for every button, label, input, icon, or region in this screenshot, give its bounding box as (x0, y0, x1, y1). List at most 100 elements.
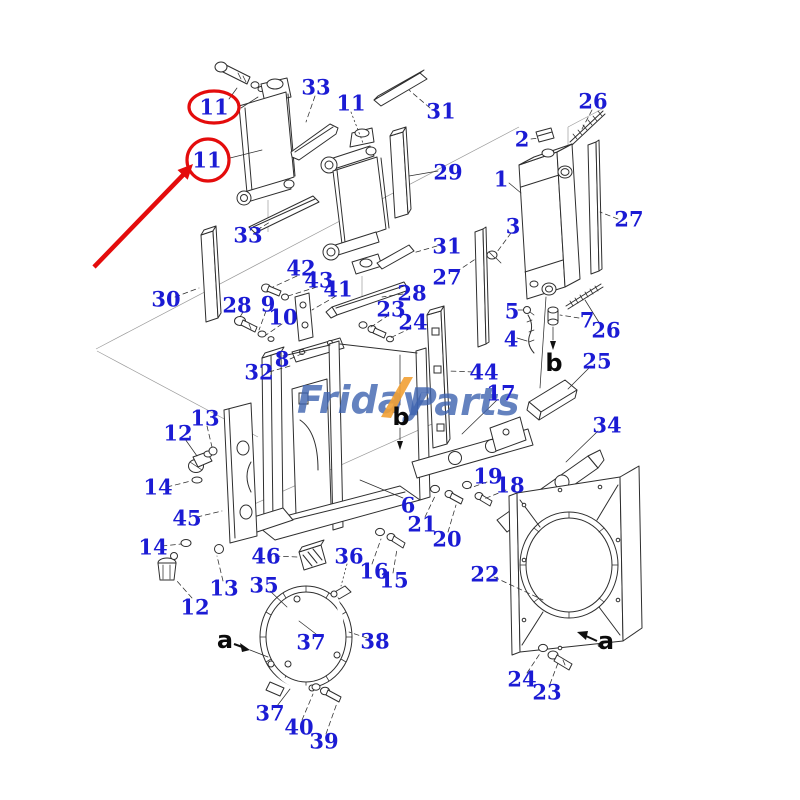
part-label-7: 7 (579, 307, 595, 333)
fasteners-23-24-middle (358, 321, 394, 343)
view-ref-label-b: b (545, 349, 563, 377)
part-label-27: 27 (614, 206, 644, 232)
part-label-17: 17 (486, 380, 516, 406)
part-label-11: 11 (192, 147, 222, 173)
part-label-6: 6 (400, 492, 416, 518)
part-label-28: 28 (397, 280, 427, 306)
part-label-9: 9 (260, 291, 276, 317)
view-ref-label-a: a (597, 627, 615, 655)
pad-25 (526, 379, 578, 421)
shroud-hatch (519, 511, 619, 619)
part-label-43: 43 (304, 267, 334, 293)
radiator-cap-2 (535, 127, 555, 143)
watermark: Friday Parts (297, 377, 520, 424)
bar-30 (200, 225, 222, 323)
fasteners-39-40 (311, 683, 342, 703)
radiator-core-upper (229, 77, 296, 206)
part-label-14: 14 (138, 534, 168, 560)
fitting-7 (547, 306, 559, 326)
part-label-30: 30 (151, 286, 181, 312)
part-label-3: 3 (505, 213, 521, 239)
part-label-39: 39 (309, 728, 339, 754)
watermark-text-right: Parts (409, 380, 520, 424)
part-label-38: 38 (360, 628, 390, 654)
fasteners-23-24-bottom (538, 643, 573, 671)
part-label-44: 44 (469, 359, 499, 385)
part-label-31: 31 (432, 233, 462, 259)
part-label-23: 23 (532, 679, 562, 705)
part-label-18: 18 (495, 472, 525, 498)
bar-31-middle (376, 244, 415, 270)
part-label-41: 41 (323, 276, 353, 302)
view-ref-label-a: a (216, 626, 234, 654)
part-label-23: 23 (376, 296, 406, 322)
part-label-15: 15 (379, 567, 409, 593)
part-label-24: 24 (507, 666, 537, 692)
fitting-5 (523, 306, 535, 316)
part-label-37: 37 (296, 629, 326, 655)
flow-arrow-b-right (539, 296, 556, 389)
channel-bracket-28 (325, 281, 410, 319)
red-circle-annotation (185, 137, 231, 183)
fan-shroud-22 (508, 465, 643, 656)
fasteners-18-19-20-21 (430, 480, 493, 507)
rod-26-top (569, 110, 606, 146)
part-label-12: 12 (180, 594, 210, 620)
bar-31-top (373, 69, 428, 107)
part-label-14: 14 (143, 474, 173, 500)
part-label-21: 21 (407, 511, 437, 537)
part-label-34: 34 (592, 412, 622, 438)
part-label-37: 37 (255, 700, 285, 726)
radiator-1 (518, 143, 581, 300)
part-label-31: 31 (426, 98, 456, 124)
fitting-12-upper (188, 446, 218, 484)
part-label-26: 26 (591, 317, 621, 343)
part-label-27: 27 (432, 264, 462, 290)
part-label-33: 33 (301, 74, 331, 100)
part-label-4: 4 (503, 326, 519, 352)
view-arrow-a-left (233, 643, 269, 658)
part-label-46: 46 (251, 543, 281, 569)
red-circle-annotation (187, 89, 241, 125)
part-label-32: 32 (244, 359, 274, 385)
part-label-33: 33 (233, 222, 263, 248)
part-label-36: 36 (334, 543, 364, 569)
bar-27-left (474, 226, 490, 348)
radiator-core-middle (320, 127, 390, 275)
red-annotations (92, 89, 241, 269)
part-label-26: 26 (578, 88, 608, 114)
drain-hose-4 (526, 314, 535, 354)
part-label-13: 13 (190, 405, 220, 431)
part-label-10: 10 (268, 304, 298, 330)
part-label-16: 16 (359, 558, 389, 584)
part-label-13: 13 (209, 575, 239, 601)
part-label-40: 40 (284, 714, 314, 740)
watermark-slash-icon (381, 377, 413, 418)
bracket-strap-33-top (290, 123, 339, 161)
part-label-1: 1 (493, 166, 509, 192)
fasteners-42-43-41 (261, 283, 314, 342)
shroud-bolt-holes (521, 484, 621, 651)
fasteners-28-9-10 (234, 316, 275, 342)
part-label-45: 45 (172, 505, 202, 531)
strap-38 (330, 590, 344, 659)
bar-27-right (587, 139, 603, 275)
part-label-11: 11 (199, 94, 229, 120)
part-label-24: 24 (398, 309, 428, 335)
part-label-12: 12 (163, 420, 193, 446)
side-plate-45 (223, 402, 258, 544)
part-label-22: 22 (470, 561, 500, 587)
leader-lines (161, 89, 619, 735)
part-label-8: 8 (274, 346, 290, 372)
pad-46 (298, 539, 327, 571)
red-arrow-shaft (92, 172, 186, 269)
part-label-42: 42 (286, 255, 316, 281)
part-label-35: 35 (249, 572, 279, 598)
strap-37-inner (282, 595, 301, 668)
bolt-part-top (214, 61, 265, 100)
part-label-19: 19 (473, 463, 503, 489)
bar-29 (389, 126, 412, 219)
red-arrow-head (177, 164, 193, 180)
part-label-20: 20 (432, 526, 462, 552)
